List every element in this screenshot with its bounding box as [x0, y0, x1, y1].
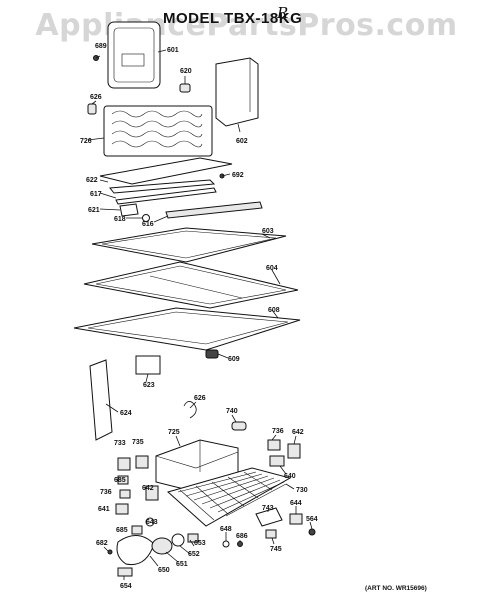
part-621-bracket [119, 203, 139, 217]
part-number-label: 651 [176, 561, 188, 568]
model-title: MODEL TBX-18KG [163, 10, 303, 27]
part-number-label: 626 [90, 94, 102, 101]
model-handwritten-note: R [277, 4, 289, 22]
part-641-terminal [115, 503, 129, 515]
part-685-clip-2 [131, 525, 143, 535]
part-726-evaporator [103, 105, 213, 157]
part-number-label: 626 [194, 395, 206, 402]
part-number-label: 730 [296, 487, 308, 494]
part-736-clip [119, 489, 131, 499]
part-626-clip [87, 103, 97, 115]
part-number-label: 643 [146, 519, 158, 526]
part-number-label: 608 [268, 307, 280, 314]
part-642-relay [145, 485, 159, 501]
part-640-bracket [269, 455, 285, 467]
part-652-fan-blade [171, 533, 185, 547]
part-number-label: 644 [290, 500, 302, 507]
part-number-label: 650 [158, 567, 170, 574]
part-602-cover [215, 57, 259, 127]
part-736-relay [267, 439, 281, 451]
part-number-label: 618 [114, 216, 126, 223]
part-648-grommet [222, 540, 230, 548]
part-745-clip [265, 529, 277, 539]
part-735-relay [135, 455, 149, 469]
part-653-bracket [187, 533, 199, 543]
part-number-label: 640 [284, 473, 296, 480]
part-number-label: 725 [168, 429, 180, 436]
art-number: (ART NO. WR15696) [365, 585, 427, 592]
part-622-bracket [109, 179, 216, 194]
part-733-relay [117, 457, 131, 471]
part-604-shelf [83, 261, 299, 309]
part-608-shelf-tray [73, 307, 301, 351]
part-labels: 689 601 620 626 726 602 622 692 617 621 618 616 603 6… [80, 43, 318, 590]
part-651-fan-motor [151, 537, 173, 555]
part-623-card [135, 355, 161, 375]
part-number-label: 652 [188, 551, 200, 558]
part-number-label: 689 [95, 43, 107, 50]
part-number-label: 736 [100, 489, 112, 496]
part-624-cover-plate [89, 359, 113, 441]
part-number-label: 685 [114, 477, 126, 484]
part-number-label: 653 [194, 540, 206, 547]
part-number-label: 736 [272, 428, 284, 435]
part-number-label: 733 [114, 440, 126, 447]
part-number-label: 735 [132, 439, 144, 446]
part-number-label: 604 [266, 265, 278, 272]
part-685-clip [117, 475, 129, 485]
part-650-fan-shroud [116, 535, 155, 566]
part-601-door-panel [107, 21, 161, 89]
part-620-cap [179, 83, 191, 93]
part-number-label: 685 [116, 527, 128, 534]
part-654-mount [117, 567, 133, 577]
part-643-clamp [145, 517, 155, 527]
part-number-label: 641 [98, 506, 110, 513]
part-730-condenser [166, 467, 292, 527]
part-642-overload [287, 443, 301, 459]
part-number-label: 745 [270, 546, 282, 553]
part-609-cap [205, 349, 219, 359]
part-number-label: 616 [142, 221, 154, 228]
part-743-bracket [255, 507, 283, 527]
part-number-label: 620 [180, 68, 192, 75]
part-644-plug [289, 513, 303, 525]
part-number-label: 603 [262, 228, 274, 235]
part-number-label: 609 [228, 356, 240, 363]
part-682-screw [107, 549, 113, 555]
part-686-screw [237, 541, 243, 547]
part-number-label: 692 [232, 172, 244, 179]
part-drip-tray [99, 157, 233, 185]
part-564-screw [308, 528, 316, 536]
part-number-label: 624 [120, 410, 132, 417]
part-number-label: 622 [86, 177, 98, 184]
part-number-label: 601 [167, 47, 179, 54]
part-number-label: 726 [80, 138, 92, 145]
part-number-label: 740 [226, 408, 238, 415]
part-740-cap [231, 421, 247, 431]
part-number-label: 602 [236, 138, 248, 145]
part-number-label: 686 [236, 533, 248, 540]
part-603-shelf [91, 227, 287, 263]
part-number-label: 642 [292, 429, 304, 436]
part-number-label: 648 [220, 526, 232, 533]
part-number-label: 617 [90, 191, 102, 198]
part-number-label: 621 [88, 207, 100, 214]
part-number-label: 743 [262, 505, 274, 512]
part-number-label: 564 [306, 516, 318, 523]
part-616-shelf-rail [165, 201, 263, 219]
part-number-label: 682 [96, 540, 108, 547]
part-617-rail [115, 187, 217, 205]
leader-lines [87, 49, 313, 580]
part-number-label: 623 [143, 382, 155, 389]
part-number-label: 642 [142, 485, 154, 492]
part-number-label: 654 [120, 583, 132, 590]
